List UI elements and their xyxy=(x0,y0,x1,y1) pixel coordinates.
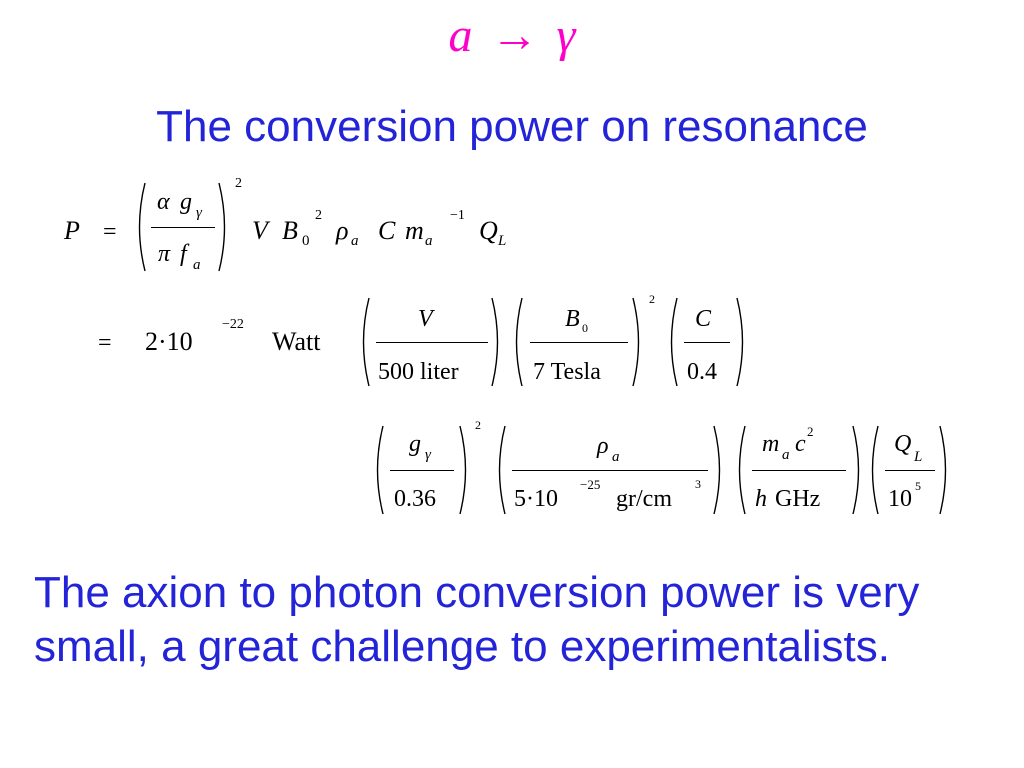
field-subscript: 0 xyxy=(302,233,310,249)
right-paren xyxy=(713,425,721,515)
right-paren xyxy=(939,425,947,515)
title-axion-symbol: a xyxy=(448,9,473,62)
coupling-exponent: 2 xyxy=(475,418,481,432)
right-paren xyxy=(632,297,640,387)
fraction-bar xyxy=(684,342,730,344)
density-subscript: a xyxy=(612,449,620,465)
title-arrow: → xyxy=(490,9,539,62)
mass-symbol: m xyxy=(762,431,780,457)
equals-sign: = xyxy=(103,219,117,245)
field-subscript: 0 xyxy=(582,321,588,335)
quality-factor-exponent: 5 xyxy=(915,479,921,493)
left-paren xyxy=(362,297,370,387)
alpha-symbol: α xyxy=(157,189,170,215)
coupling-symbol: g xyxy=(180,189,192,215)
form-factor-symbol: C xyxy=(378,216,396,245)
quality-factor-symbol: Q xyxy=(894,431,912,457)
unit-watt: Watt xyxy=(272,327,321,356)
quality-factor-symbol: Q xyxy=(479,216,498,245)
density-symbol: ρ xyxy=(597,433,609,459)
right-paren xyxy=(852,425,860,515)
density-subscript: a xyxy=(351,233,359,249)
fraction-bar xyxy=(151,227,215,229)
left-paren xyxy=(498,425,506,515)
density-denominator-exponent: −25 xyxy=(580,477,601,492)
slide-title: a → γ xyxy=(0,8,1024,63)
coefficient: 2·10 xyxy=(145,327,193,356)
density-denominator-coefficient: 5·10 xyxy=(514,486,558,512)
power-symbol: P xyxy=(64,216,80,245)
subtitle: The conversion power on resonance xyxy=(156,102,868,151)
volume-symbol: V xyxy=(418,306,433,332)
left-paren xyxy=(871,425,879,515)
speed-of-light-exponent: 2 xyxy=(807,424,814,439)
form-factor-symbol: C xyxy=(695,306,712,332)
density-unit-exponent: 3 xyxy=(695,477,701,491)
right-paren xyxy=(459,425,467,515)
right-paren xyxy=(491,297,499,387)
left-paren xyxy=(670,297,678,387)
field-denominator: 7 Tesla xyxy=(533,359,601,385)
frequency-unit: GHz xyxy=(775,486,821,512)
left-paren xyxy=(376,425,384,515)
density-denominator-unit: gr/cm xyxy=(616,486,672,512)
left-paren xyxy=(738,425,746,515)
planck-symbol: h xyxy=(755,486,767,512)
title-photon-symbol: γ xyxy=(556,9,576,62)
fraction-bar xyxy=(376,342,488,344)
field-exponent: 2 xyxy=(315,208,322,223)
quality-factor-denominator: 10 xyxy=(888,486,912,512)
mass-subscript: a xyxy=(782,447,790,463)
mass-exponent: −1 xyxy=(450,208,465,223)
form-factor-denominator: 0.4 xyxy=(687,359,717,385)
left-paren xyxy=(515,297,523,387)
quality-factor-subscript: L xyxy=(498,233,507,249)
coupling-denominator: 0.36 xyxy=(394,486,436,512)
mass-subscript: a xyxy=(425,233,433,249)
frequency-symbol: f xyxy=(180,241,187,267)
density-symbol: ρ xyxy=(336,216,349,245)
fraction-bar xyxy=(390,470,454,472)
conclusion-text: The axion to photon conversion power is … xyxy=(34,568,920,671)
mass-symbol: m xyxy=(405,216,424,245)
fraction-bar xyxy=(885,470,935,472)
right-paren xyxy=(218,182,226,272)
pi-symbol: π xyxy=(158,241,171,267)
coupling-subscript: γ xyxy=(196,205,202,221)
speed-of-light-symbol: c xyxy=(795,431,806,457)
coefficient-exponent: −22 xyxy=(222,317,244,332)
left-paren xyxy=(138,182,146,272)
field-exponent: 2 xyxy=(649,292,655,306)
quality-factor-subscript: L xyxy=(914,449,923,465)
exponent: 2 xyxy=(235,176,242,191)
coupling-symbol: g xyxy=(409,431,421,457)
field-symbol: B xyxy=(565,306,580,332)
equals-sign: = xyxy=(98,330,112,356)
fraction-bar xyxy=(752,470,846,472)
frequency-subscript: a xyxy=(193,257,201,273)
volume-denominator: 500 liter xyxy=(378,359,459,385)
volume-symbol: V xyxy=(252,216,268,245)
right-paren xyxy=(736,297,744,387)
field-symbol: B xyxy=(282,216,298,245)
fraction-bar xyxy=(512,470,708,472)
coupling-subscript: γ xyxy=(425,447,431,463)
fraction-bar xyxy=(530,342,628,344)
